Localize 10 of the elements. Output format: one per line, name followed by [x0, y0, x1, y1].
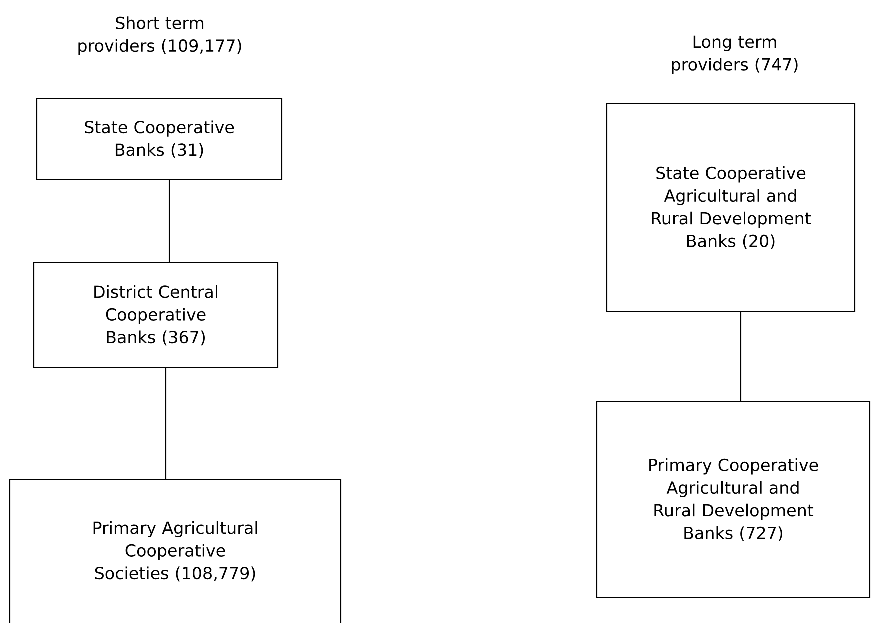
process-box: District Central Cooperative Banks (367): [33, 262, 279, 369]
heading: Short term providers (109,177): [78, 16, 242, 56]
connector-line: [165, 368, 167, 480]
connector-line: [740, 312, 742, 402]
process-box: Primary Cooperative Agricultural and Rural Development Banks (727): [596, 401, 871, 599]
connector-line: [168, 180, 170, 263]
heading: Long term providers (747): [672, 36, 798, 74]
process-box: State Cooperative Agricultural and Rural Development Banks (20): [606, 103, 856, 313]
process-box: Primary Agricultural Cooperative Societies (108,779): [9, 479, 342, 623]
process-box: State Cooperative Banks (31): [36, 98, 283, 181]
